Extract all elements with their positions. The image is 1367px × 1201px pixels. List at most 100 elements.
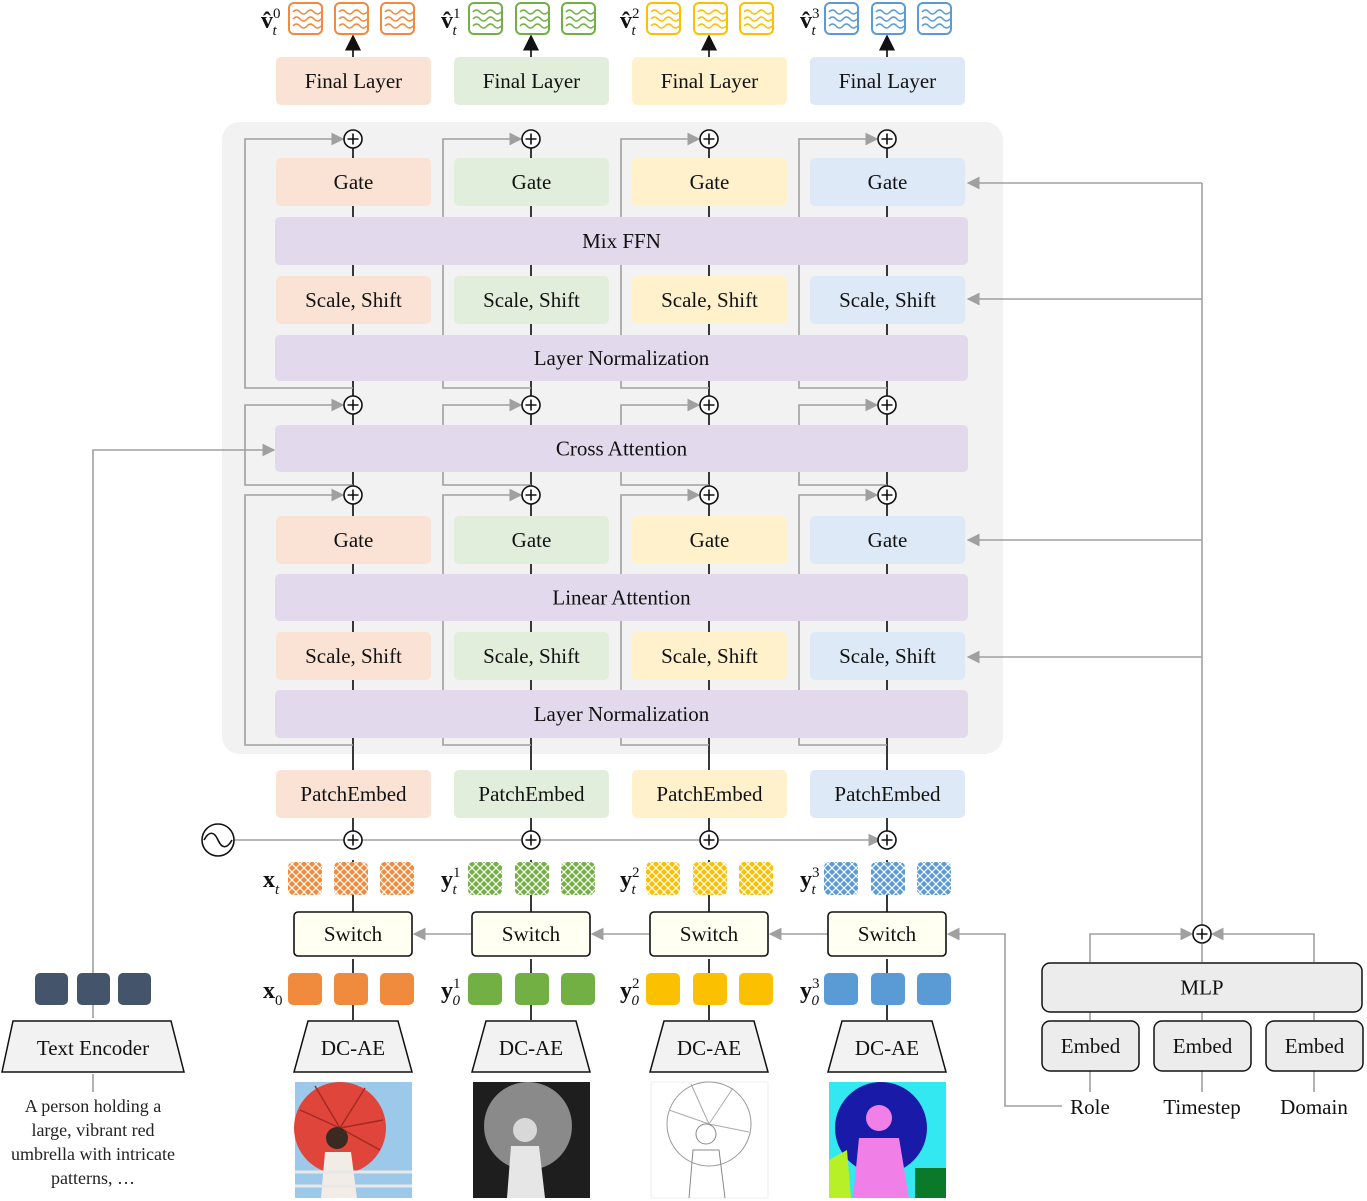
clean-label-3-base: y xyxy=(800,978,812,1004)
cond-input-role: Role xyxy=(1070,1095,1110,1119)
patch-embed-stream-3: PatchEmbed xyxy=(810,770,965,818)
clean-label-1-sub: 0 xyxy=(453,993,461,1009)
noisy-label-0-base: x xyxy=(263,867,275,893)
scale-shift-top-stream-2-bg xyxy=(632,276,787,324)
scale-shift-top-stream-1-label: Scale, Shift xyxy=(483,288,580,312)
patch-embed-image: PatchEmbed xyxy=(276,770,431,818)
patch-embed-image-label: PatchEmbed xyxy=(300,782,407,806)
final-layer-stream-3: Final Layer xyxy=(810,57,965,105)
clean-token-0-2 xyxy=(380,973,414,1005)
seg-head xyxy=(866,1105,892,1131)
output-token-2-1 xyxy=(693,2,728,35)
seg-person xyxy=(853,1138,909,1198)
final-layer-image-bg xyxy=(276,57,431,105)
switch-stream-3: Switch xyxy=(827,911,947,957)
switch-stream-2-label: Switch xyxy=(680,922,739,946)
output-token-0-2 xyxy=(380,2,415,35)
noisy-token-1-0 xyxy=(468,862,502,895)
sum-1-1 xyxy=(521,395,541,415)
clean-token-3-1 xyxy=(871,973,905,1005)
output-token-1-2-wave-0 xyxy=(565,9,595,15)
clean-token-1-1 xyxy=(515,973,549,1005)
output-token-1-1-wave-0 xyxy=(519,9,549,15)
scale-shift-bottom-stream-2-bg xyxy=(632,632,787,680)
clean-label-0-base: x xyxy=(263,978,275,1004)
input-image-segmentation xyxy=(829,1082,946,1198)
cross-attention-bg xyxy=(275,425,968,472)
sum-0-1 xyxy=(343,395,363,415)
embed-box-0-bg xyxy=(1041,1020,1140,1072)
input-images xyxy=(294,1081,946,1199)
switch-stream-1: Switch xyxy=(471,911,591,957)
column-0-residual-1 xyxy=(244,488,353,746)
column-0-residual-3 xyxy=(244,132,353,389)
embed-box-0-label: Embed xyxy=(1061,1034,1121,1058)
sketch-umbrella xyxy=(666,1081,752,1167)
final-layer-stream-3-bg xyxy=(810,57,965,105)
switch-image-label: Switch xyxy=(324,922,383,946)
gate-bottom-stream-2-label: Gate xyxy=(690,528,730,552)
clean-token-0-1 xyxy=(334,973,368,1005)
depth-body xyxy=(507,1146,545,1198)
scale-shift-top-image-label: Scale, Shift xyxy=(305,288,402,312)
gate-top-image-bg xyxy=(276,158,431,206)
clean-token-1-0 xyxy=(468,973,502,1005)
pos-encoding-icon xyxy=(201,823,235,857)
mlp-right-to-sum xyxy=(1210,927,1315,962)
final-layer-stream-2: Final Layer xyxy=(632,57,787,105)
final-layer-image: Final Layer xyxy=(276,57,431,105)
output-token-2-2-wave-0 xyxy=(743,9,773,15)
noisy-label-3-base: y xyxy=(800,867,812,893)
cond-sum-cross xyxy=(1196,928,1208,940)
noisy-token-1-1 xyxy=(515,862,549,895)
sum-0-1-cross xyxy=(347,399,359,411)
output-token-2-2-wave-2 xyxy=(743,23,773,29)
output-token-3-1 xyxy=(871,2,906,35)
dc-ae-stream-1-shape xyxy=(471,1020,591,1073)
switch-stream-3-label: Switch xyxy=(858,922,917,946)
output-token-1-1 xyxy=(515,2,550,35)
switch-stream-2-bg xyxy=(649,911,769,957)
mix-ffn: Mix FFN xyxy=(275,217,968,265)
scale-shift-bottom-stream-3-bg xyxy=(810,632,965,680)
clean-label-0: x0 xyxy=(263,978,283,1009)
input-image-rgb xyxy=(294,1082,412,1198)
scale-shift-bottom-stream-1-bg xyxy=(454,632,609,680)
output-token-1-0-wave-1 xyxy=(472,16,502,22)
input-image-sketch xyxy=(650,1081,769,1199)
embed-box-1-label: Embed xyxy=(1173,1034,1233,1058)
layer-norm-bottom: Layer Normalization xyxy=(275,690,968,738)
mlp-box-label: MLP xyxy=(1180,976,1223,1000)
sum-0-3-cross xyxy=(347,834,359,846)
final-layer-stream-1: Final Layer xyxy=(454,57,609,105)
output-token-0-1-wave-1 xyxy=(338,16,368,22)
text-token-0 xyxy=(35,973,68,1005)
clean-token-3-2 xyxy=(917,973,951,1005)
layer-norm-bottom-bg xyxy=(275,690,968,738)
final-layer-stream-3-label: Final Layer xyxy=(839,69,936,93)
output-token-1-1-wave-2 xyxy=(519,23,549,29)
sum-3-1-cross xyxy=(881,399,893,411)
output-label-3-base: v̂ xyxy=(800,8,812,34)
output-token-0-2-wave-0 xyxy=(384,9,414,15)
noisy-token-3-0 xyxy=(824,862,858,895)
output-label-2-base: v̂ xyxy=(620,8,632,34)
noisy-token-2-1 xyxy=(693,862,727,895)
dc-ae-stream-2-shape xyxy=(649,1020,769,1073)
switch-stream-1-label: Switch xyxy=(502,922,561,946)
sum-2-2-cross xyxy=(703,489,715,501)
sketch-body xyxy=(688,1149,726,1199)
scale-shift-top-image: Scale, Shift xyxy=(276,276,431,324)
text-encoder-label: Text Encoder xyxy=(37,1036,149,1060)
gate-bottom-stream-2: Gate xyxy=(632,516,787,564)
dc-ae-image-shape xyxy=(293,1020,413,1073)
mlp-box-bg xyxy=(1041,962,1363,1013)
sketch-bg xyxy=(650,1081,769,1199)
switch-image-bg xyxy=(293,911,413,957)
output-token-1-2 xyxy=(561,2,596,35)
output-token-3-2 xyxy=(917,2,952,35)
